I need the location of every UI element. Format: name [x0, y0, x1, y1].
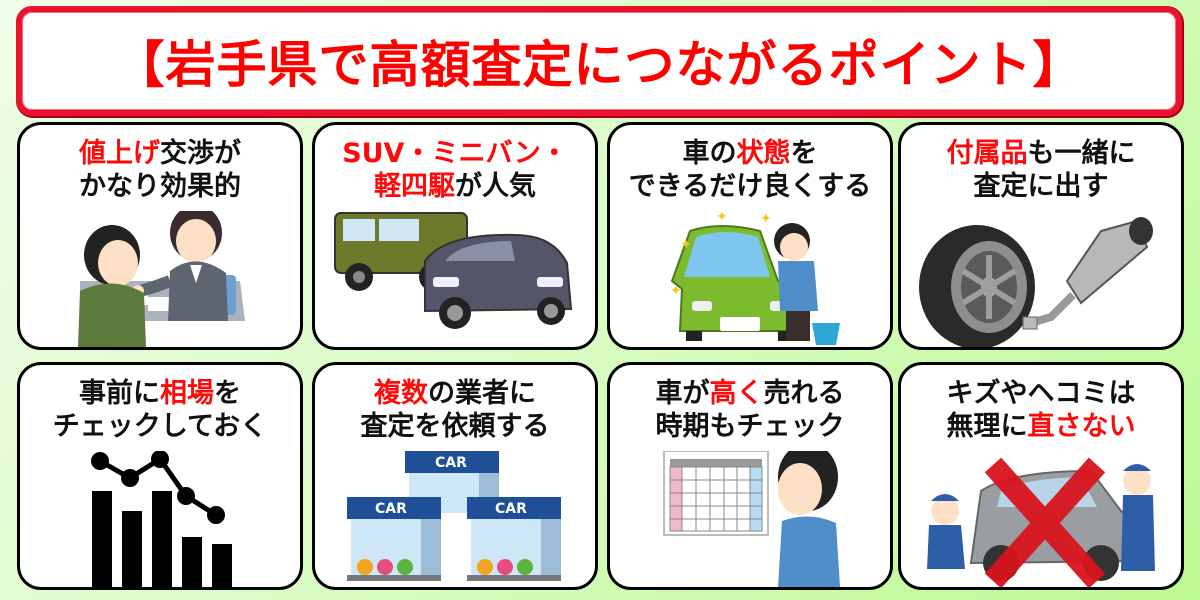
page-title: 【岩手県で高額査定につながるポイント】 — [114, 36, 1084, 94]
suv-and-minivan-icon — [334, 212, 573, 329]
card-title: SUV・ミニバン・ 軽四駆が人気 — [342, 138, 568, 202]
title-banner: 【岩手県で高額査定につながるポイント】 — [16, 6, 1182, 116]
svg-text:CAR: CAR — [495, 501, 527, 517]
card-accessories: 付属品も一緒に 査定に出す — [898, 122, 1184, 350]
card-no-repairs: キズやヘコミは 無理に直さない — [898, 362, 1184, 590]
card-title: 付属品も一緒に 査定に出す — [946, 138, 1136, 202]
tire-and-muffler-icon — [919, 217, 1153, 347]
card-multiple-dealers: 複数の業者に 査定を依頼する CAR CAR CAR — [312, 362, 598, 590]
card-selling-season: 車が高く売れる 時期もチェック — [607, 362, 893, 590]
card-title: 複数の業者に 査定を依頼する — [360, 378, 550, 442]
bar-and-line-chart-icon — [91, 451, 232, 587]
svg-text:✦: ✦ — [716, 211, 728, 225]
svg-text:CAR: CAR — [375, 501, 407, 517]
mechanics-repairing-car-crossed-out-icon — [927, 457, 1155, 587]
card-title: 車の状態を できるだけ良くする — [628, 138, 872, 202]
card-car-condition: 車の状態を できるだけ良くする ✦ ✦ ✦ ✦ — [607, 122, 893, 350]
svg-text:CAR: CAR — [435, 455, 467, 471]
man-washing-green-car-icon: ✦ ✦ ✦ ✦ — [670, 211, 840, 345]
card-popular-vehicles: SUV・ミニバン・ 軽四駆が人気 — [312, 122, 598, 350]
customer-and-staff-negotiating-icon — [78, 211, 245, 347]
svg-text:✦: ✦ — [670, 283, 682, 299]
man-looking-at-calendar-icon — [663, 451, 840, 587]
card-title: キズやヘコミは 無理に直さない — [946, 378, 1136, 442]
card-title: 車が高く売れる 時期もチェック — [655, 378, 845, 442]
svg-text:✦: ✦ — [760, 211, 772, 227]
card-negotiation: 値上げ交渉が かなり効果的 — [17, 122, 303, 350]
svg-text:✦: ✦ — [680, 237, 692, 253]
card-title: 事前に相場を チェックしておく — [52, 378, 268, 442]
card-market-price: 事前に相場を チェックしておく — [17, 362, 303, 590]
three-car-dealerships-icon: CAR CAR CAR — [347, 451, 561, 581]
card-title: 値上げ交渉が かなり効果的 — [79, 138, 241, 202]
